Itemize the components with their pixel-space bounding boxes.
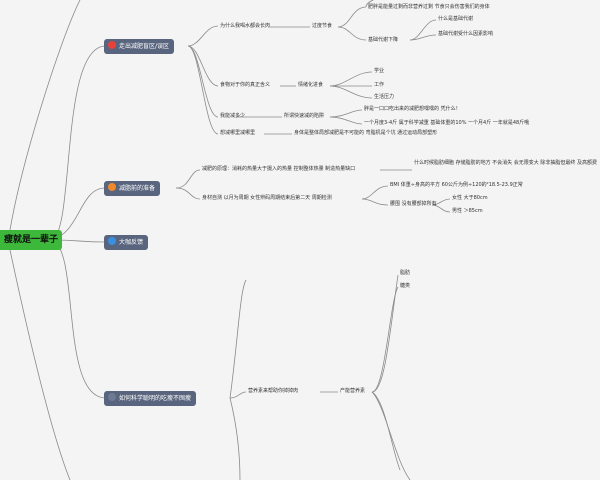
topic-fast-loss-trap[interactable]: 所谓快速减的陷阱 xyxy=(284,113,325,119)
priority-2-icon xyxy=(108,183,116,191)
topic-food-meaning[interactable]: 食物对于你的真正含义 xyxy=(220,82,271,88)
branch-node-eat-smart[interactable]: 如何科学聪明的吃瘦不囤瘦 xyxy=(104,391,197,406)
branch-label: 走出减肥盲区/误区 xyxy=(119,43,170,50)
branch-node-misconceptions[interactable]: 走出减肥盲区/误区 xyxy=(104,39,175,54)
topic-monthly-rate[interactable]: 一个月度3-4斤 属于科学减重 基础体重的10% 一个月4斤 一年就是48斤哦 xyxy=(364,120,530,126)
topic-energy-surplus[interactable]: 肥胖是能量过剩而非营养过剩 节食只会伤害我们的身体 xyxy=(368,4,490,10)
topic-what-is-bmr[interactable]: 什么是基础代谢 xyxy=(438,16,474,22)
topic-whole-body[interactable]: 身体是整体局部减肥是不可能的 弯脂机是个坑 通过运动局部塑形 xyxy=(294,130,438,136)
topic-energy-nutrients[interactable]: 产能营养素 xyxy=(340,388,366,394)
root-topic[interactable]: 瘦就是一辈子 xyxy=(0,230,62,250)
branch-node-feedback[interactable]: 大咖反馈 xyxy=(104,235,149,250)
topic-how-much[interactable]: 我能减多少 xyxy=(220,113,246,119)
link-root-b1 xyxy=(51,45,106,241)
topic-study[interactable]: 学业 xyxy=(374,68,385,74)
priority-3-icon xyxy=(108,237,116,245)
link-root-left-down xyxy=(9,249,71,480)
topic-male-waist[interactable]: 男性 ＞85cm xyxy=(452,208,483,214)
topic-bmr-factors[interactable]: 基础代谢受什么因素影响 xyxy=(438,31,494,37)
topic-work[interactable]: 工作 xyxy=(374,82,385,88)
priority-4-icon xyxy=(108,393,116,401)
topic-nutrients-help[interactable]: 营养素来帮助你掉掉肉 xyxy=(248,388,299,394)
branch-label: 如何科学聪明的吃瘦不囤瘦 xyxy=(119,395,192,402)
branch-label: 减脂前的准备 xyxy=(119,185,156,192)
topic-weight-loss-principle[interactable]: 减肥的原理：消耗的热量大于摄入的热量 控制整体热量 制造热量缺口 xyxy=(202,166,356,172)
topic-fat-cells[interactable]: 什么时候脂肪细胞 存储脂肪的地方 不会消失 会无限变大 除非抽脂但最终 及高额费 xyxy=(414,160,597,166)
branch-label: 大咖反馈 xyxy=(119,239,144,246)
topic-body-self-test[interactable]: 身材自测 以月为周期 女性辨码周期结束后第二天 周期检测 xyxy=(202,195,332,201)
link-root-left-up xyxy=(9,0,81,231)
topic-emotional-eating[interactable]: 情绪化进食 xyxy=(298,82,324,88)
topic-bmi[interactable]: BMI 体重÷身高的平方 60公斤为例÷120的²18.5-23.9正常 xyxy=(390,182,523,188)
topic-drink-water-gain[interactable]: 为什么我喝水都会长肉 xyxy=(220,23,271,29)
topic-life-pressure[interactable]: 生活压力 xyxy=(374,94,395,100)
topic-female-waist[interactable]: 女性 大于80cm xyxy=(452,195,488,201)
topic-waistline[interactable]: 腰围 没有腰部掉所有 xyxy=(390,201,437,207)
link-root-b4 xyxy=(51,239,106,399)
topic-spot-reduce[interactable]: 想减哪里减哪里 xyxy=(220,130,256,136)
branch-node-preparation[interactable]: 减脂前的准备 xyxy=(104,181,161,196)
topic-eat-bite-by-bite[interactable]: 胖是一口口吃出来的减肥想嘿嘿的 凭什么！ xyxy=(364,106,461,112)
topic-bmr-drop[interactable]: 基础代谢下降 xyxy=(368,37,399,43)
topic-overdieting[interactable]: 过度节食 xyxy=(312,23,333,29)
topic-carbs[interactable]: 糖类 xyxy=(400,283,411,289)
topic-fat[interactable]: 脂肪 xyxy=(400,270,411,276)
priority-1-icon xyxy=(108,41,116,49)
